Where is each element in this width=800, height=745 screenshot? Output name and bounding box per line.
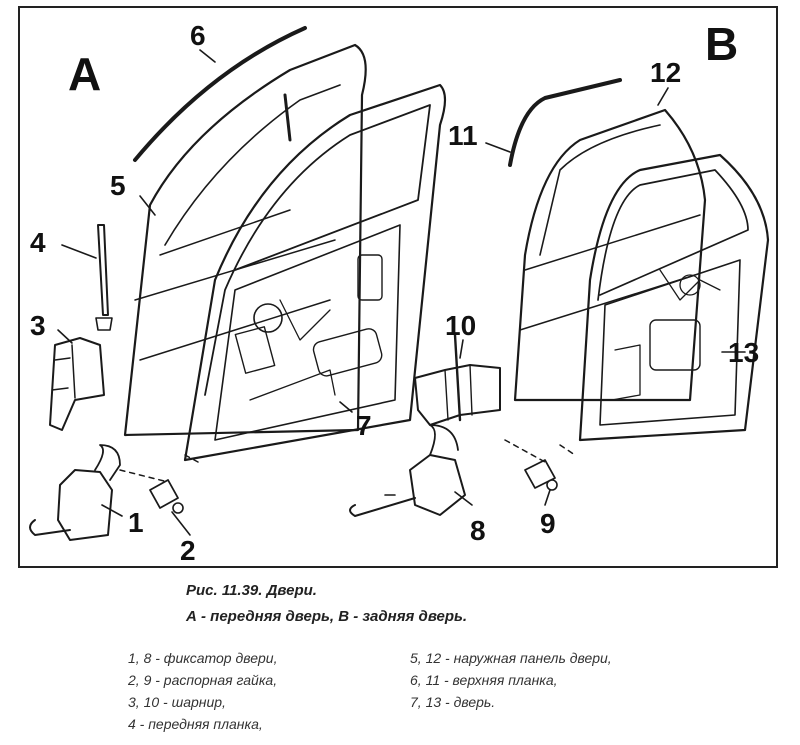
callout-3: 3 [30, 310, 46, 341]
hinge-b [414, 364, 501, 426]
door-inner-b [578, 153, 770, 442]
callout-10: 10 [445, 310, 476, 341]
legend-item: 5, 12 - наружная панель двери, [410, 650, 612, 666]
upper-strip-a [133, 26, 307, 162]
door-inner-a [183, 83, 447, 462]
hinge-a [49, 337, 105, 431]
figure-caption-subtitle: А - передняя дверь, В - задняя дверь. [186, 608, 468, 625]
figure-frame [18, 6, 778, 568]
door-assembly-figure: A B 6 5 4 3 1 2 7 12 11 10 13 8 9 [18, 6, 778, 568]
callout-1: 1 [128, 507, 144, 538]
legend-item: 1, 8 - фиксатор двери, [128, 650, 278, 666]
callout-5: 5 [110, 170, 126, 201]
view-label-a: A [68, 48, 101, 100]
callout-8: 8 [470, 515, 486, 546]
callout-13: 13 [728, 337, 759, 368]
view-label-b: B [705, 18, 738, 70]
legend-item: 2, 9 - распорная гайка, [128, 672, 278, 688]
figure-caption-title: Рис. 11.39. Двери. [186, 582, 317, 599]
legend-item: 3, 10 - шарнир, [128, 694, 226, 710]
front-strip-a [97, 224, 109, 316]
callout-9: 9 [540, 508, 556, 539]
legend-item: 6, 11 - верхняя планка, [410, 672, 558, 688]
callout-7: 7 [356, 410, 372, 441]
door-diagram-drawing: A B 6 5 4 3 1 2 7 12 11 10 13 8 9 [29, 18, 770, 566]
callout-4: 4 [30, 227, 46, 258]
callout-11: 11 [448, 120, 478, 151]
spacer-nut-a [149, 479, 179, 509]
legend-item: 4 - передняя планка, [128, 716, 263, 732]
callout-12: 12 [650, 57, 681, 88]
upper-strip-b [508, 78, 622, 167]
outer-panel-a [123, 43, 367, 437]
legend-item: 7, 13 - дверь. [410, 694, 496, 710]
spacer-nut-b [524, 459, 556, 489]
door-check-a [57, 469, 113, 541]
door-check-b [409, 454, 466, 516]
callout-2: 2 [180, 535, 196, 566]
outer-panel-b [513, 108, 707, 402]
callout-6: 6 [190, 20, 206, 51]
